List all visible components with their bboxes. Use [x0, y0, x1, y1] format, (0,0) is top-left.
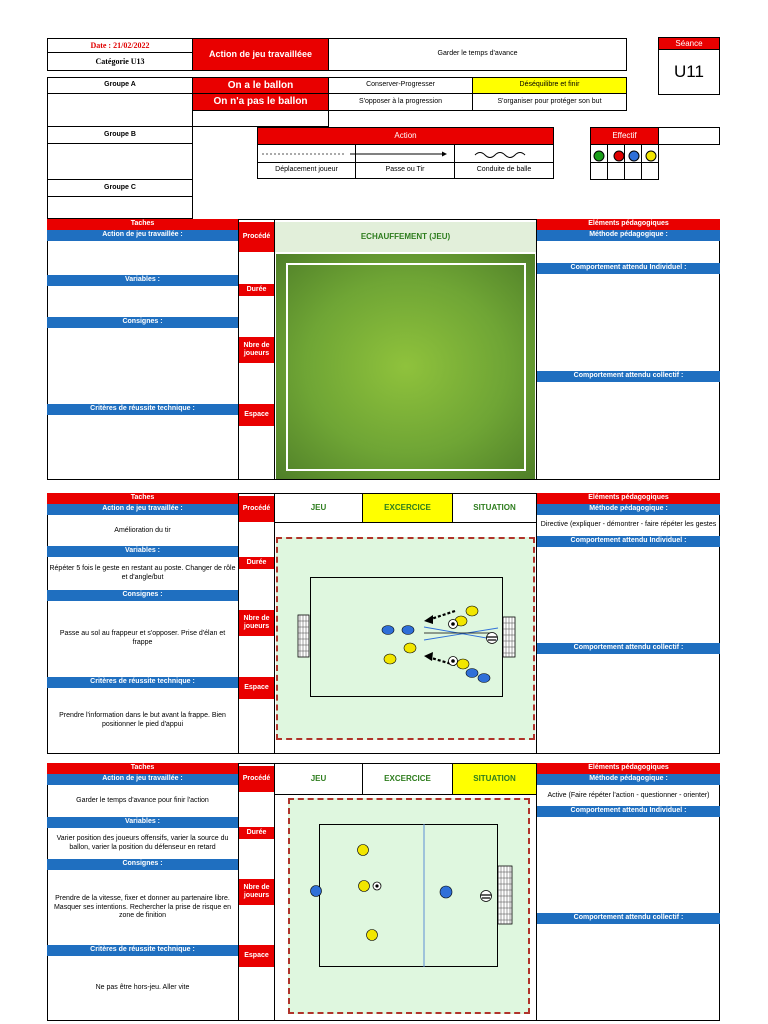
red-player-icon: [613, 150, 625, 162]
s3-procede: Procédé: [239, 766, 274, 792]
s2-goal-left-icon: [297, 614, 310, 658]
s1-elements: Eléments pédagogiques: [537, 219, 720, 230]
yellow-player-icon: [456, 658, 470, 670]
blue-player-icon: [628, 150, 640, 162]
s2-methode-text: Directive (expliquer - démontrer - faire…: [540, 520, 717, 528]
s1-taches: Taches: [47, 219, 238, 230]
seance-value: U11: [658, 49, 720, 95]
s2-comp-ind: Comportement attendu Individuel :: [537, 536, 720, 547]
s1-title: ECHAUFFEMENT (JEU): [275, 222, 536, 252]
s3-comp-coll: Comportement attendu collectif :: [537, 913, 720, 924]
s2-tab-exercice[interactable]: EXCERCICE: [363, 494, 453, 522]
s1-variables-label: Variables :: [47, 275, 238, 286]
groupe-a-ext: [192, 110, 329, 127]
s1-consignes-label: Consignes :: [47, 317, 238, 328]
legend-symbols: [262, 151, 526, 158]
s2-nbre: Nbre de joueurs: [239, 610, 274, 636]
s3-methode-text: Active (Faire répéter l'action - questio…: [547, 791, 710, 799]
blue-player-icon: [465, 668, 479, 678]
sorganiser: S'organiser pour protéger son but: [472, 93, 627, 111]
s1-pitch[interactable]: [276, 254, 535, 479]
yellow-player-icon: [357, 844, 369, 856]
s2-consignes-label: Consignes :: [47, 590, 238, 601]
ball-icon: [448, 619, 458, 629]
green-player-icon: [593, 150, 605, 162]
s3-goal-right-icon: [497, 865, 513, 925]
s3-espace: Espace: [239, 945, 274, 967]
s1-nbre: Nbre de joueurs: [239, 337, 274, 363]
ball-icon: [372, 881, 382, 891]
effectif-empty: [658, 127, 720, 145]
s2-elements: Eléments pédagogiques: [537, 493, 720, 504]
blue-player-icon: [401, 625, 415, 635]
s2-field: [310, 577, 503, 697]
s2-criteres-text: Prendre l'information dans le but avant …: [59, 712, 226, 728]
legend-passe: Passe ou Tir: [355, 162, 455, 179]
blue-player-icon: [381, 625, 395, 635]
s3-nbre: Nbre de joueurs: [239, 879, 274, 905]
s2-action-text: Amélioration du tir: [114, 526, 171, 534]
s3-criteres-text: Ne pas être hors-jeu. Aller vite: [95, 983, 190, 991]
s2-espace: Espace: [239, 677, 274, 699]
s3-criteres-label: Critères de réussite technique :: [47, 945, 238, 956]
groupe-b-area[interactable]: [47, 143, 193, 180]
s1-action-label: Action de jeu travaillée :: [47, 230, 238, 241]
blue-player-icon: [439, 885, 453, 899]
s2-procede: Procédé: [239, 496, 274, 522]
s2-goal-right-icon: [502, 616, 516, 658]
yellow-player-icon: [383, 653, 397, 665]
s3-action-label: Action de jeu travaillée :: [47, 774, 238, 785]
s3-tab-situation[interactable]: SITUATION: [453, 764, 536, 794]
s1-pitch-lines: [286, 263, 526, 471]
yellow-player-icon: [366, 929, 378, 941]
s3-elements: Eléments pédagogiques: [537, 763, 720, 774]
s3-duree: Durée: [239, 827, 274, 839]
effectif-colors: [593, 150, 657, 162]
s3-tab-exercice[interactable]: EXCERCICE: [363, 764, 453, 794]
s3-variables-label: Variables :: [47, 817, 238, 828]
s2-variables-label: Variables :: [47, 546, 238, 557]
s2-comp-coll: Comportement attendu collectif :: [537, 643, 720, 654]
yellow-player-icon: [465, 605, 479, 617]
s2-criteres-label: Critères de réussite technique :: [47, 677, 238, 688]
yellow-player-icon: [403, 642, 417, 654]
s3-variables-text: Varier position des joueurs offensifs, v…: [56, 835, 229, 851]
s2-tab-jeu[interactable]: JEU: [275, 494, 363, 522]
yellow-player-icon: [645, 150, 657, 162]
yellow-player-icon: [358, 880, 370, 892]
s2-taches: Taches: [47, 493, 238, 504]
s3-tab-jeu[interactable]: JEU: [275, 764, 363, 794]
s2-consignes-text: Passe au sol au frappeur et s'opposer. P…: [59, 630, 226, 646]
s3-methode: Méthode pédagogique :: [537, 774, 720, 785]
s3-consignes-text: Prendre de la vitesse, fixer et donner a…: [53, 894, 232, 920]
s3-diagram[interactable]: [288, 798, 530, 1014]
s1-comp-ind: Comportement attendu Individuel :: [537, 263, 720, 274]
ball-icon: [480, 890, 492, 902]
blue-player-icon: [310, 885, 322, 897]
s2-variables-text: Répéter 5 fois le geste en restant au po…: [49, 565, 236, 581]
s1-criteres-label: Critères de réussite technique :: [47, 404, 238, 415]
s2-duree: Durée: [239, 557, 274, 569]
s1-duree: Durée: [239, 284, 274, 296]
s2-tab-situation[interactable]: SITUATION: [453, 494, 536, 522]
s3-comp-ind: Comportement attendu Individuel :: [537, 806, 720, 817]
s1-procede: Procédé: [239, 222, 274, 252]
s3-consignes-label: Consignes :: [47, 859, 238, 870]
s2-methode: Méthode pédagogique :: [537, 504, 720, 515]
legend-conduite: Conduite de balle: [454, 162, 554, 179]
ball-icon: [486, 632, 498, 644]
s1-espace: Espace: [239, 404, 274, 426]
s2-action-label: Action de jeu travaillée :: [47, 504, 238, 515]
blue-player-icon: [477, 673, 491, 683]
s1-comp-coll: Comportement attendu collectif :: [537, 371, 720, 382]
conduite-wave-icon: [474, 152, 526, 158]
s1-methode: Méthode pédagogique :: [537, 230, 720, 241]
action-de-jeu-value: Garder le temps d'avance: [328, 38, 627, 71]
on-na-pas-le-ballon: On n'a pas le ballon: [192, 93, 329, 111]
s3-action-text: Garder le temps d'avance pour finir l'ac…: [76, 796, 209, 804]
ball-icon: [448, 656, 458, 666]
s2-diagram-drawing: [297, 605, 516, 683]
s3-taches: Taches: [47, 763, 238, 774]
